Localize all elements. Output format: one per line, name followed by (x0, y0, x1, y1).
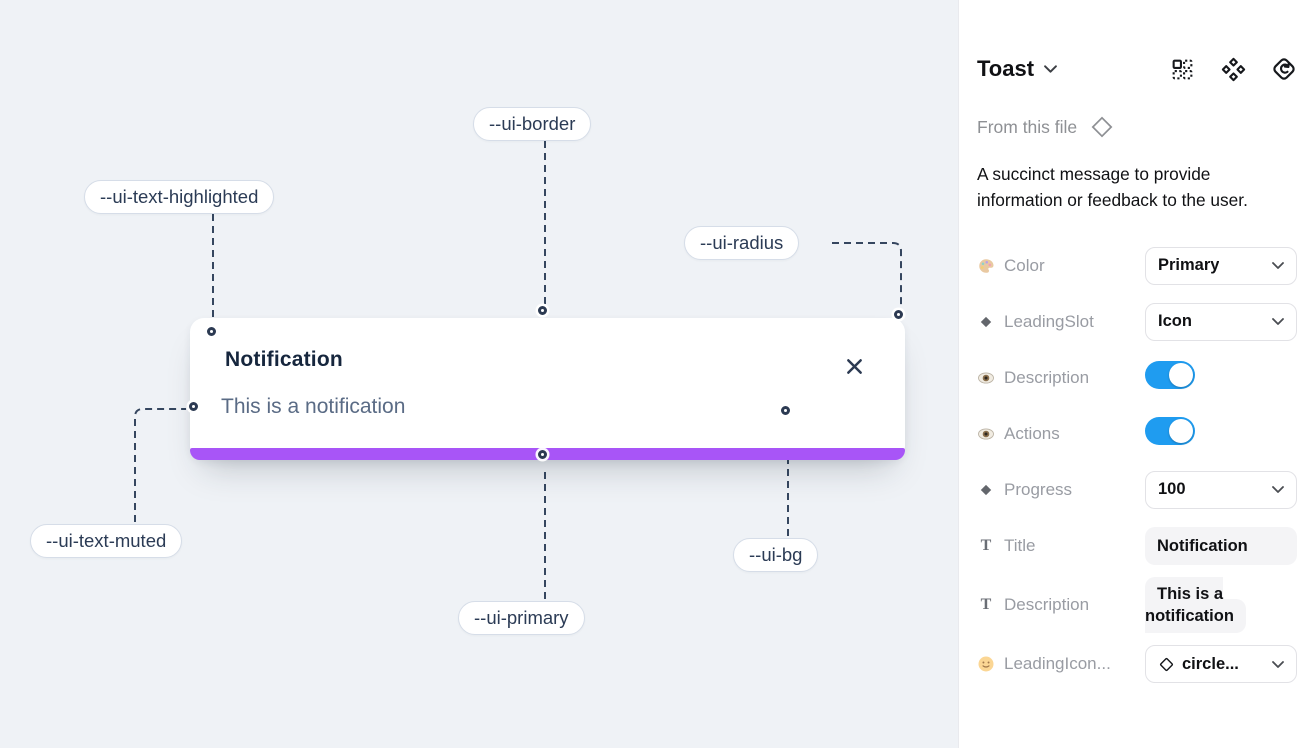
toast-title: Notification (225, 348, 343, 371)
file-diamond-icon (1091, 116, 1113, 138)
variants-icon (1221, 57, 1245, 81)
palette-icon (977, 257, 995, 275)
description-toggle[interactable] (1145, 361, 1195, 390)
icon-diamond-outline (1158, 656, 1175, 673)
anchor-dot-bg (780, 405, 790, 415)
progress-select[interactable]: 100 (1145, 470, 1297, 509)
chevron-down-icon (1272, 318, 1284, 326)
smiley-icon (977, 655, 995, 673)
leadingslot-select[interactable]: Icon (1145, 302, 1297, 341)
instance-grid-button[interactable] (1169, 56, 1195, 82)
text-icon (977, 537, 995, 555)
anchor-dot-primary (537, 449, 547, 459)
eye-icon (977, 369, 995, 387)
toast-close-button[interactable] (843, 355, 865, 377)
close-icon (845, 357, 864, 376)
property-row-progress: Progress 100 (977, 470, 1297, 509)
text-icon (977, 596, 995, 614)
properties-panel: Toast (958, 0, 1312, 748)
property-row-description-text: Description This is a notification (977, 576, 1297, 634)
panel-header: Toast (977, 52, 1297, 86)
css-var-label-ui-primary: --ui-primary (458, 601, 585, 635)
leadingicon-select[interactable]: circle... (1145, 645, 1297, 684)
variants-button[interactable] (1220, 56, 1246, 82)
toggle-knob (1169, 363, 1193, 388)
title-input[interactable]: Notification (1145, 526, 1297, 565)
property-label: Progress (977, 480, 1072, 500)
anchor-dot-text-highlighted (206, 326, 216, 336)
property-row-leadingicon: LeadingIcon... circle... (977, 645, 1297, 684)
css-var-label-ui-radius: --ui-radius (684, 226, 800, 260)
actions-toggle[interactable] (1145, 417, 1195, 446)
diamond-icon (977, 481, 995, 499)
anchor-dot-text-muted (188, 401, 198, 411)
anchor-dot-radius (893, 309, 903, 319)
source-row: From this file (977, 112, 1297, 142)
chevron-down-icon (1272, 262, 1284, 270)
property-list: Color Primary LeadingSlot (977, 246, 1297, 684)
eye-icon (977, 425, 995, 443)
css-var-label-ui-bg: --ui-bg (733, 538, 819, 572)
description-input[interactable]: This is a notification (1145, 576, 1246, 634)
component-title-dropdown[interactable] (1044, 65, 1057, 73)
canvas: Notification This is a notification --ui… (0, 0, 958, 748)
chevron-down-icon (1272, 661, 1284, 668)
instance-grid-icon (1172, 59, 1192, 79)
property-row-description-toggle: Description (977, 359, 1297, 397)
toast-progress-bar (190, 448, 905, 460)
component-return-icon (1273, 58, 1295, 80)
property-label: LeadingIcon... (977, 654, 1111, 674)
property-row-color: Color Primary (977, 246, 1297, 285)
toast-description: This is a notification (221, 395, 406, 418)
property-row-leadingslot: LeadingSlot Icon (977, 302, 1297, 341)
property-label: Description (977, 595, 1089, 615)
property-label: Description (977, 368, 1089, 388)
component-description: A succinct message to provide informatio… (977, 164, 1248, 210)
toggle-knob (1169, 419, 1193, 444)
anchor-dot-border (537, 305, 547, 315)
css-var-label-ui-text-muted: --ui-text-muted (30, 524, 183, 558)
css-var-label-ui-text-highlighted: --ui-text-highlighted (84, 180, 275, 214)
property-row-actions-toggle: Actions (977, 415, 1297, 453)
chevron-down-icon (1044, 65, 1057, 73)
css-var-label-ui-border: --ui-border (473, 107, 592, 141)
source-label: From this file (977, 116, 1078, 137)
chevron-down-icon (1272, 486, 1284, 494)
property-label: Actions (977, 424, 1060, 444)
color-select[interactable]: Primary (1145, 246, 1297, 285)
diamond-icon (977, 313, 995, 331)
property-row-title: Title Notification (977, 526, 1297, 565)
property-label: LeadingSlot (977, 312, 1094, 332)
toast-preview: Notification This is a notification (190, 318, 905, 460)
component-return-button[interactable] (1271, 56, 1297, 82)
header-icons (1169, 56, 1297, 82)
property-label: Title (977, 536, 1036, 556)
property-label: Color (977, 256, 1045, 276)
component-title: Toast (977, 56, 1035, 81)
